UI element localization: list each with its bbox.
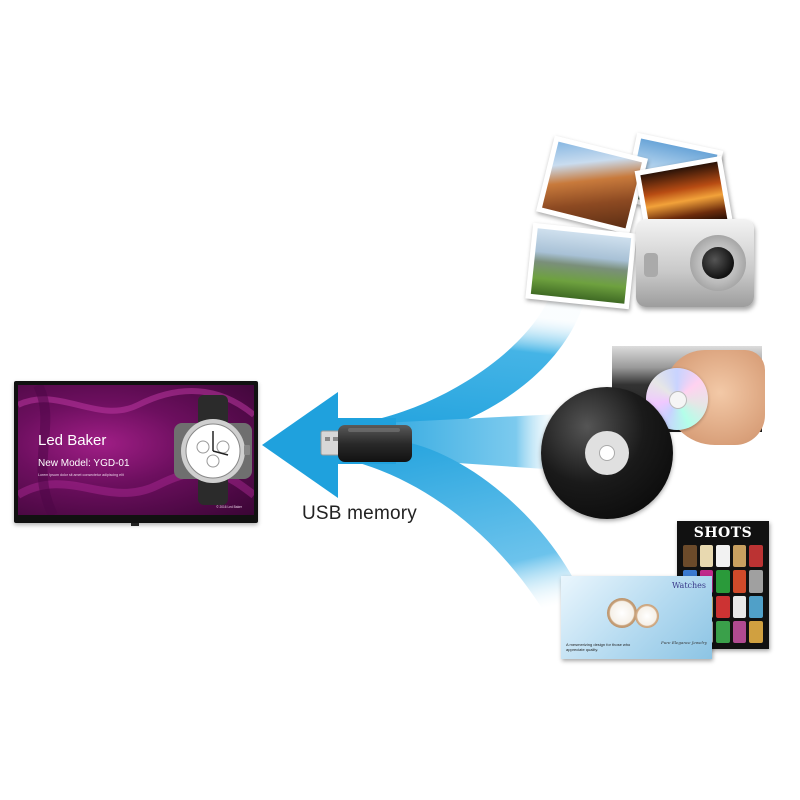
watches-poster-title: Watches: [672, 581, 706, 590]
usb-memory-label: USB memory: [302, 503, 417, 525]
display-model: New Model: YGD-01: [38, 458, 130, 469]
display-screen: Led Baker New Model: YGD-01 Lorem Ipsum …: [18, 385, 254, 515]
watches-tagline: A mesmerizing design for those who appre…: [566, 642, 636, 652]
cd-disc-icon: [541, 387, 673, 519]
watches-poster: Watches A mesmerizing design for those w…: [561, 576, 712, 659]
display-description: Lorem Ipsum dolor sit amet consectetur a…: [38, 473, 124, 477]
display-footer: © 2016 Led Baker: [216, 505, 242, 509]
camera-lens: [690, 235, 746, 291]
camera-grip: [644, 253, 658, 277]
wristwatch-icon: [168, 395, 254, 505]
watch-icon: [607, 598, 637, 628]
camera-icon: [636, 219, 754, 307]
watch-icon: [635, 604, 659, 628]
tv-sensor: [131, 523, 139, 526]
watches-brand: Pure Elegance Jewelry: [661, 640, 707, 645]
photo-golf: [525, 223, 636, 309]
display-brand: Led Baker: [38, 432, 106, 449]
shots-poster-title: SHOTS: [677, 525, 769, 541]
tv-display-icon: Led Baker New Model: YGD-01 Lorem Ipsum …: [14, 381, 258, 523]
